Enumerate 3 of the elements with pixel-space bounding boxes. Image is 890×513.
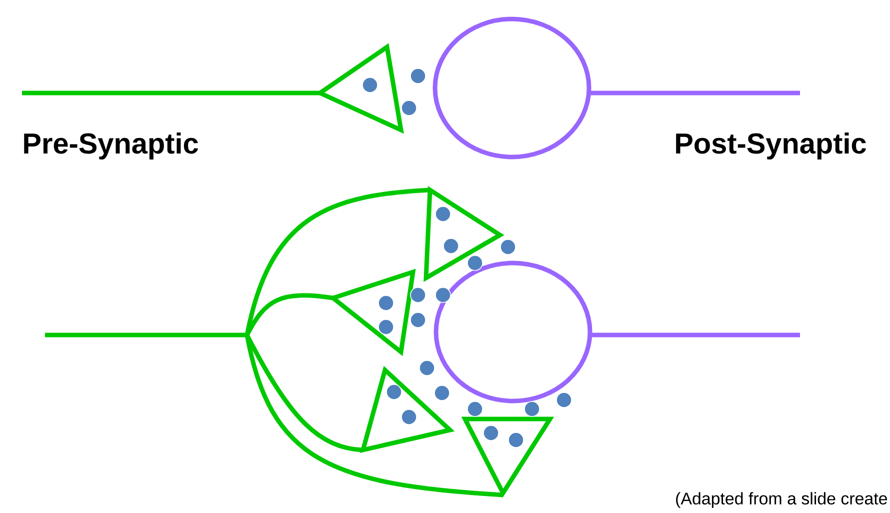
heading: Post-Synaptic (676, 132, 866, 160)
heading: Pre-Synaptic (24, 132, 198, 160)
caption: (Adapted from a slide create (676, 492, 888, 508)
